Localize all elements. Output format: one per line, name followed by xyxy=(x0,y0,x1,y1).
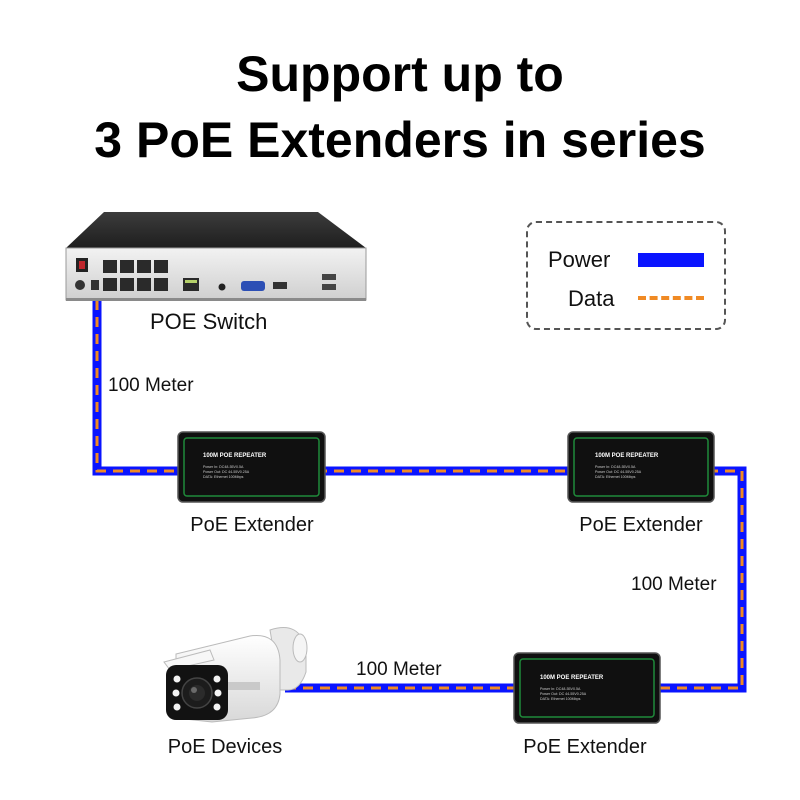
extender-3-print-line2: Power Out: DC 44-55V0.25A xyxy=(540,692,587,696)
switch-label: POE Switch xyxy=(150,309,268,334)
extender-1-print-line1: Power In: DC48-55V0.5A xyxy=(203,465,244,469)
segment-3-distance-label: 100 Meter xyxy=(631,574,717,595)
extender-2-label: PoE Extender xyxy=(579,514,703,536)
extender-2-device: 100M POE REPEATER Power In: DC48-55V0.5A… xyxy=(567,431,715,503)
extender-2-print-line1: Power In: DC48-55V0.5A xyxy=(595,465,636,469)
extender-3-print-line1: Power In: DC48-55V0.5A xyxy=(540,687,581,691)
legend-data-swatch xyxy=(638,296,704,300)
extender-1-print-line3: DATA: Ethernet 100Mbps xyxy=(203,475,244,479)
extender-3-device: 100M POE REPEATER Power In: DC48-55V0.5A… xyxy=(513,652,661,724)
extender-3-print-title: 100M POE REPEATER xyxy=(540,675,604,681)
legend-box: Power Data xyxy=(526,221,726,330)
legend-power-label: Power xyxy=(548,247,611,272)
extender-1-print-title: 100M POE REPEATER xyxy=(203,453,267,459)
poe-switch-device xyxy=(65,212,367,301)
extender-1-label: PoE Extender xyxy=(190,514,314,536)
extender-2-print-line3: DATA: Ethernet 100Mbps xyxy=(595,475,636,479)
legend-power-swatch xyxy=(638,253,704,267)
switch-ports xyxy=(103,260,168,291)
extender-3-print-line3: DATA: Ethernet 100Mbps xyxy=(540,697,581,701)
title-line-2: 3 PoE Extenders in series xyxy=(94,112,706,168)
extender-2-print-title: 100M POE REPEATER xyxy=(595,453,659,459)
legend-data-label: Data xyxy=(568,286,615,311)
camera-device xyxy=(163,627,308,723)
camera-label: PoE Devices xyxy=(167,736,283,758)
extender-2-print-line2: Power Out: DC 44-55V0.25A xyxy=(595,470,642,474)
title-line-1: Support up to xyxy=(236,46,564,102)
extender-1-print-line2: Power Out: DC 44-55V0.25A xyxy=(203,470,250,474)
segment-4-distance-label: 100 Meter xyxy=(356,659,442,680)
segment-1-distance-label: 100 Meter xyxy=(108,375,194,396)
extender-3-label: PoE Extender xyxy=(523,736,647,758)
extender-1-device: 100M POE REPEATER Power In: DC48-55V0.5A… xyxy=(177,431,326,503)
cable-data-line xyxy=(95,300,744,690)
